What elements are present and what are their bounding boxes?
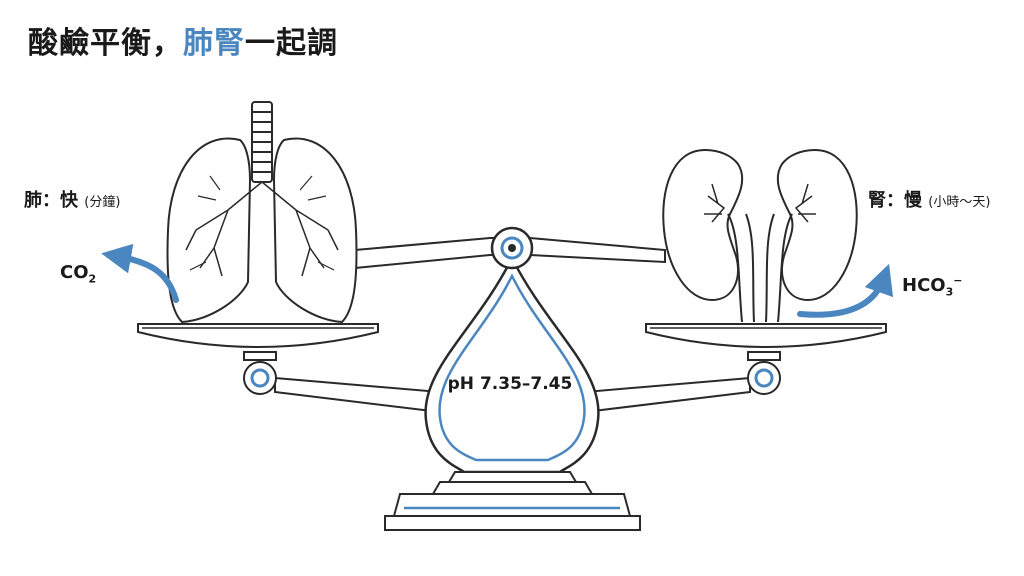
kidneys-illustration <box>662 148 858 323</box>
kidneys-label-note: (小時～天) <box>928 195 991 210</box>
right-pan <box>645 323 887 395</box>
hco3-superscript: − <box>953 274 963 287</box>
co2-arrow <box>101 243 179 303</box>
central-pillar <box>424 226 600 474</box>
title-accent: 肺腎 <box>183 26 245 61</box>
lungs-label-note: (分鐘) <box>84 195 121 210</box>
hco3-label: HCO3− <box>902 274 962 299</box>
kidneys-label-text: 腎：慢 <box>868 190 922 211</box>
co2-subscript: 2 <box>88 272 97 286</box>
title-part-2: 一起調 <box>245 26 338 61</box>
title-part-1: 酸鹼平衡， <box>28 26 183 61</box>
lungs-illustration <box>166 101 358 324</box>
lungs-label: 肺：快 (分鐘) <box>24 186 120 212</box>
hco3-text: HCO <box>902 275 946 296</box>
hco3-subscript: 3 <box>945 285 954 299</box>
page-title: 酸鹼平衡，肺腎一起調 <box>28 18 338 62</box>
co2-text: CO <box>60 262 89 283</box>
ph-range-label: pH 7.35–7.45 <box>447 374 573 394</box>
left-pan <box>137 323 379 395</box>
lungs-label-text: 肺：快 <box>24 190 78 211</box>
scale-base <box>384 471 641 531</box>
kidneys-label: 腎：慢 (小時～天) <box>868 186 990 212</box>
hco3-arrow <box>797 263 894 318</box>
co2-label: CO2 <box>60 262 96 286</box>
